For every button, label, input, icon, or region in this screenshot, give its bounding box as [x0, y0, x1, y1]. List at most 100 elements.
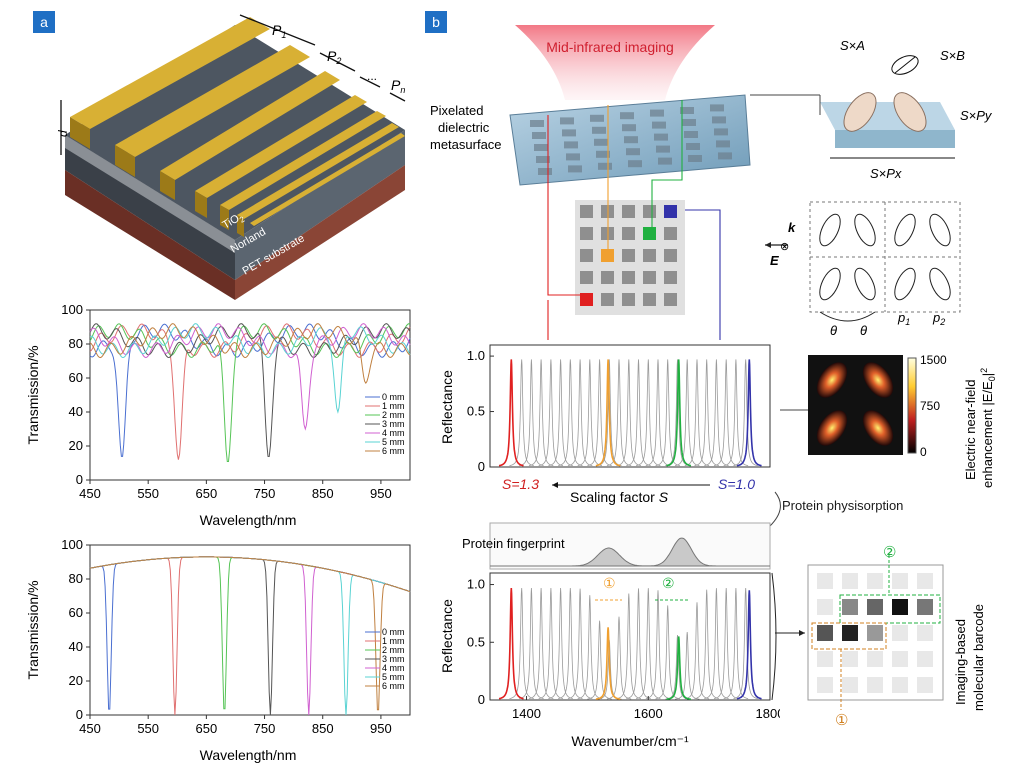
near-field-map: 1500 750 0 Electric near-field enhanceme…: [780, 353, 997, 488]
resonance-peak: [558, 587, 583, 700]
grid-pixel: [643, 271, 656, 284]
physisorption-arrow: [769, 491, 781, 527]
slab-pixel: [594, 138, 608, 146]
resonance-peak: [704, 359, 729, 467]
barcode-cell: [917, 677, 933, 693]
pixel-connectors: [547, 100, 721, 340]
resonance-peak: [548, 359, 573, 467]
y-tick-label: 0: [478, 459, 485, 474]
slab-pixel: [718, 152, 732, 160]
y-tick-label: 0: [76, 472, 83, 487]
legend-entry: 2 mm: [382, 410, 405, 420]
barcode-cell: [867, 625, 883, 641]
series-line-4-mm: [89, 323, 411, 431]
y-tick-label: 0: [478, 692, 485, 707]
tio2-layer: [65, 135, 235, 253]
slab-pixel: [532, 132, 546, 139]
legend-entry: 3 mm: [382, 654, 405, 664]
slab-pixel: [592, 126, 606, 134]
legend-entry: 5 mm: [382, 437, 405, 447]
resonance-peak: [694, 359, 720, 467]
barcode-cell: [917, 625, 933, 641]
pet-layer-right: [235, 165, 405, 300]
x-tick-label: 550: [137, 721, 159, 736]
grid-pixel: [643, 205, 656, 218]
x-axis-label: Wavenumber/cm⁻¹: [571, 733, 689, 749]
resonance-peak: [733, 587, 758, 700]
x-tick-label: 550: [137, 486, 159, 501]
resonance-peak: [684, 359, 710, 467]
x-tick-label: 750: [254, 486, 276, 501]
barcode-cell: [817, 599, 833, 615]
grid-pixel: [643, 249, 656, 262]
grid-pixel: [580, 249, 593, 262]
slab-pixel: [716, 140, 730, 148]
resonance-peak: [655, 359, 681, 467]
panel-label-a: a: [33, 11, 55, 33]
grid-pixel: [664, 249, 677, 262]
legend-entry: 5 mm: [382, 672, 405, 682]
y-tick-label: 40: [69, 639, 83, 654]
resonance-peak: [509, 359, 534, 467]
x-tick-label: 950: [370, 486, 392, 501]
barcode-marker-two: ②: [883, 544, 896, 561]
resonance-peak: [577, 595, 602, 700]
e-label: E: [770, 253, 779, 268]
x-tick-label: 950: [370, 721, 392, 736]
cell-ellipses: [819, 213, 951, 301]
y-tick-label: 100: [61, 302, 83, 317]
slab-pixel: [624, 136, 638, 144]
slab-pixel: [564, 141, 578, 149]
bracket: [771, 572, 777, 701]
k-label: k: [788, 220, 796, 235]
slab-pixel: [684, 131, 698, 138]
resonance-peak: [723, 359, 749, 467]
grid-pixel: [622, 227, 635, 240]
highlighted-peak: [595, 359, 621, 467]
resonance-peak: [713, 359, 739, 467]
highlighted-peak: [736, 359, 762, 467]
y-tick-label: 20: [69, 673, 83, 688]
theta-label-left: θ: [830, 323, 837, 338]
y-tick-label: 60: [69, 605, 83, 620]
period-arrows: [60, 14, 406, 155]
grid-pixel: [622, 293, 635, 306]
resonance-peak: [519, 587, 544, 700]
y-tick-label: 60: [69, 370, 83, 385]
x-tick-label: 1800: [756, 706, 780, 721]
p1-cell-label: p1: [897, 310, 910, 327]
highlighted-peak: [666, 636, 691, 700]
barcode-cell: [817, 677, 833, 693]
colorbar-tick-min: 0: [920, 445, 927, 459]
resonance-peak: [635, 359, 661, 467]
grid-pixel: [580, 293, 593, 306]
slab-pixel: [620, 112, 634, 120]
slab-pixel: [712, 116, 726, 124]
x-tick-label: 650: [196, 721, 218, 736]
resonance-peak: [626, 588, 651, 700]
y-tick-label: 0.5: [467, 404, 485, 419]
slab-pixel: [652, 121, 666, 129]
highlighted-peak: [498, 587, 524, 700]
slab-pixel: [658, 157, 672, 165]
y-tick-label: 20: [69, 438, 83, 453]
slab-pixel: [562, 129, 576, 137]
scaling-caption: Scaling factor S: [570, 489, 669, 505]
legend-entry: 1 mm: [382, 636, 405, 646]
series-line-2-mm: [89, 323, 411, 462]
legend-entry: 3 mm: [382, 419, 405, 429]
y-tick-label: 100: [61, 537, 83, 552]
slab-pixel: [626, 148, 640, 156]
reflectance-chart: 00.51.0 Reflectance S=1.3 S=1.0 Scaling …: [440, 344, 771, 505]
barcode-cell: [892, 651, 908, 667]
slab-pixel: [622, 124, 636, 132]
unit-cell-top: [820, 102, 955, 130]
scaling-right-label: S=1.0: [718, 476, 755, 492]
resonance-peak: [538, 359, 564, 467]
slab-pixel: [628, 160, 642, 168]
sa-label: S×A: [840, 38, 865, 53]
slab-pixel: [534, 144, 548, 151]
metasurface-label-2: dielectric: [438, 120, 490, 135]
p2-cell-label: p2: [932, 310, 945, 327]
